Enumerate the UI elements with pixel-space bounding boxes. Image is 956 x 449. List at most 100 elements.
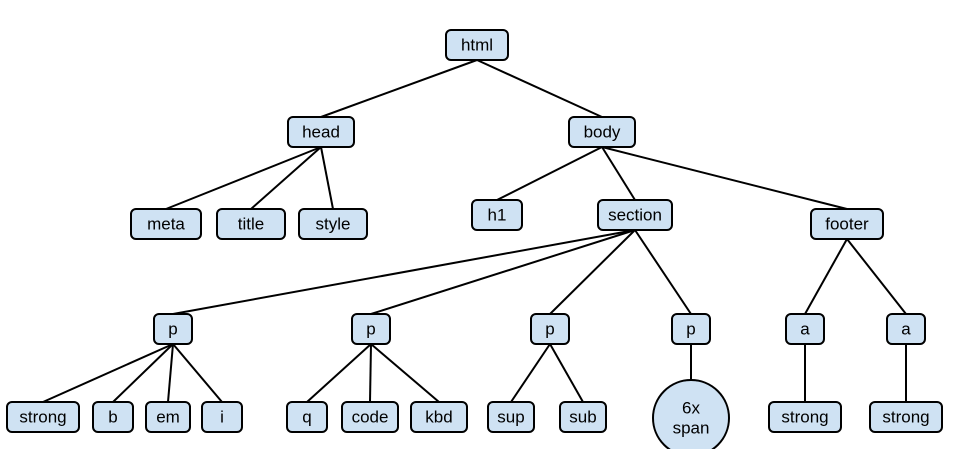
node-em-shape [145, 401, 191, 433]
edge-p1-to-b [112, 343, 174, 403]
edge-p2-to-kbd [370, 343, 440, 403]
node-sub-shape [559, 401, 607, 433]
node-p4-label: p [686, 320, 695, 339]
node-q: q [286, 401, 328, 433]
node-body-label: body [584, 123, 621, 142]
node-style-label: style [316, 215, 351, 234]
node-a1-label: a [800, 320, 810, 339]
edge-section-to-p4 [634, 229, 692, 315]
node-head: head [287, 116, 355, 148]
node-sup-label: sup [497, 408, 524, 427]
node-strong1: strong [6, 401, 80, 433]
node-code-shape [341, 401, 399, 433]
edge-html-to-head [320, 59, 478, 118]
edge-section-to-p2 [370, 229, 636, 315]
node-q-label: q [302, 408, 311, 427]
node-strong2: strong [768, 401, 842, 433]
node-p2-label: p [366, 320, 375, 339]
edge-footer-to-a2 [846, 238, 907, 315]
node-strong1-label: strong [19, 408, 66, 427]
node-title-label: title [238, 215, 264, 234]
node-section-label: section [608, 206, 662, 225]
node-em: em [145, 401, 191, 433]
node-p1-label: p [168, 320, 177, 339]
node-p1: p [153, 313, 193, 345]
edge-p1-to-i [172, 343, 223, 403]
node-strong1-shape [6, 401, 80, 433]
edge-p1-to-strong1 [42, 343, 174, 403]
node-a2-shape [886, 313, 926, 345]
node-a2: a [886, 313, 926, 345]
node-strong3-shape [869, 401, 943, 433]
node-html-label: html [461, 36, 493, 55]
node-body: body [568, 116, 636, 148]
edge-body-to-section [601, 146, 636, 201]
node-p4: p [671, 313, 711, 345]
node-strong2-shape [768, 401, 842, 433]
node-b: b [92, 401, 134, 433]
node-q-shape [286, 401, 328, 433]
node-span6x-label-1: 6x [682, 399, 700, 418]
node-head-label: head [302, 123, 340, 142]
edge-p2-to-q [306, 343, 372, 403]
node-footer-label: footer [825, 215, 869, 234]
node-p2-shape [351, 313, 391, 345]
node-a1-shape [785, 313, 825, 345]
edge-section-to-p1 [172, 229, 636, 315]
node-p1-shape [153, 313, 193, 345]
node-style: style [298, 208, 368, 240]
node-a2-label: a [901, 320, 911, 339]
node-title-shape [216, 208, 286, 240]
tree-edges [42, 59, 907, 403]
node-strong2-label: strong [781, 408, 828, 427]
node-strong3-label: strong [882, 408, 929, 427]
node-h1: h1 [471, 199, 523, 231]
node-kbd: kbd [410, 401, 468, 433]
node-p3-shape [530, 313, 570, 345]
node-i-label: i [220, 408, 224, 427]
node-kbd-label: kbd [425, 408, 452, 427]
node-b-shape [92, 401, 134, 433]
node-footer-shape [810, 208, 884, 240]
edge-p2-to-code [369, 343, 372, 403]
node-html: html [445, 29, 509, 61]
node-section: section [597, 199, 673, 231]
node-meta-label: meta [147, 215, 185, 234]
node-sub-label: sub [569, 408, 596, 427]
node-h1-label: h1 [488, 206, 507, 225]
node-sub: sub [559, 401, 607, 433]
node-span6x-shape [652, 379, 730, 449]
tree-nodes: html head meta title style body h1 section p stro… [6, 29, 943, 449]
node-head-shape [287, 116, 355, 148]
node-meta: meta [130, 208, 202, 240]
edge-p3-to-sub [549, 343, 584, 403]
edge-body-to-footer [601, 146, 848, 210]
node-p2: p [351, 313, 391, 345]
edge-section-to-p3 [549, 229, 636, 315]
node-html-shape [445, 29, 509, 61]
node-code-label: code [352, 408, 389, 427]
node-p3: p [530, 313, 570, 345]
node-section-shape [597, 199, 673, 231]
node-b-label: b [108, 408, 117, 427]
edge-html-to-body [476, 59, 603, 118]
node-p3-label: p [545, 320, 554, 339]
edge-head-to-style [320, 146, 334, 210]
node-strong3: strong [869, 401, 943, 433]
edge-head-to-title [250, 146, 322, 210]
edge-p3-to-sup [510, 343, 551, 403]
node-i-shape [201, 401, 243, 433]
node-i: i [201, 401, 243, 433]
edge-p1-to-em [167, 343, 174, 403]
edge-footer-to-a1 [804, 238, 848, 315]
node-sup-shape [487, 401, 535, 433]
node-body-shape [568, 116, 636, 148]
node-style-shape [298, 208, 368, 240]
node-a1: a [785, 313, 825, 345]
edge-body-to-h1 [496, 146, 603, 201]
node-p4-shape [671, 313, 711, 345]
node-sup: sup [487, 401, 535, 433]
node-footer: footer [810, 208, 884, 240]
